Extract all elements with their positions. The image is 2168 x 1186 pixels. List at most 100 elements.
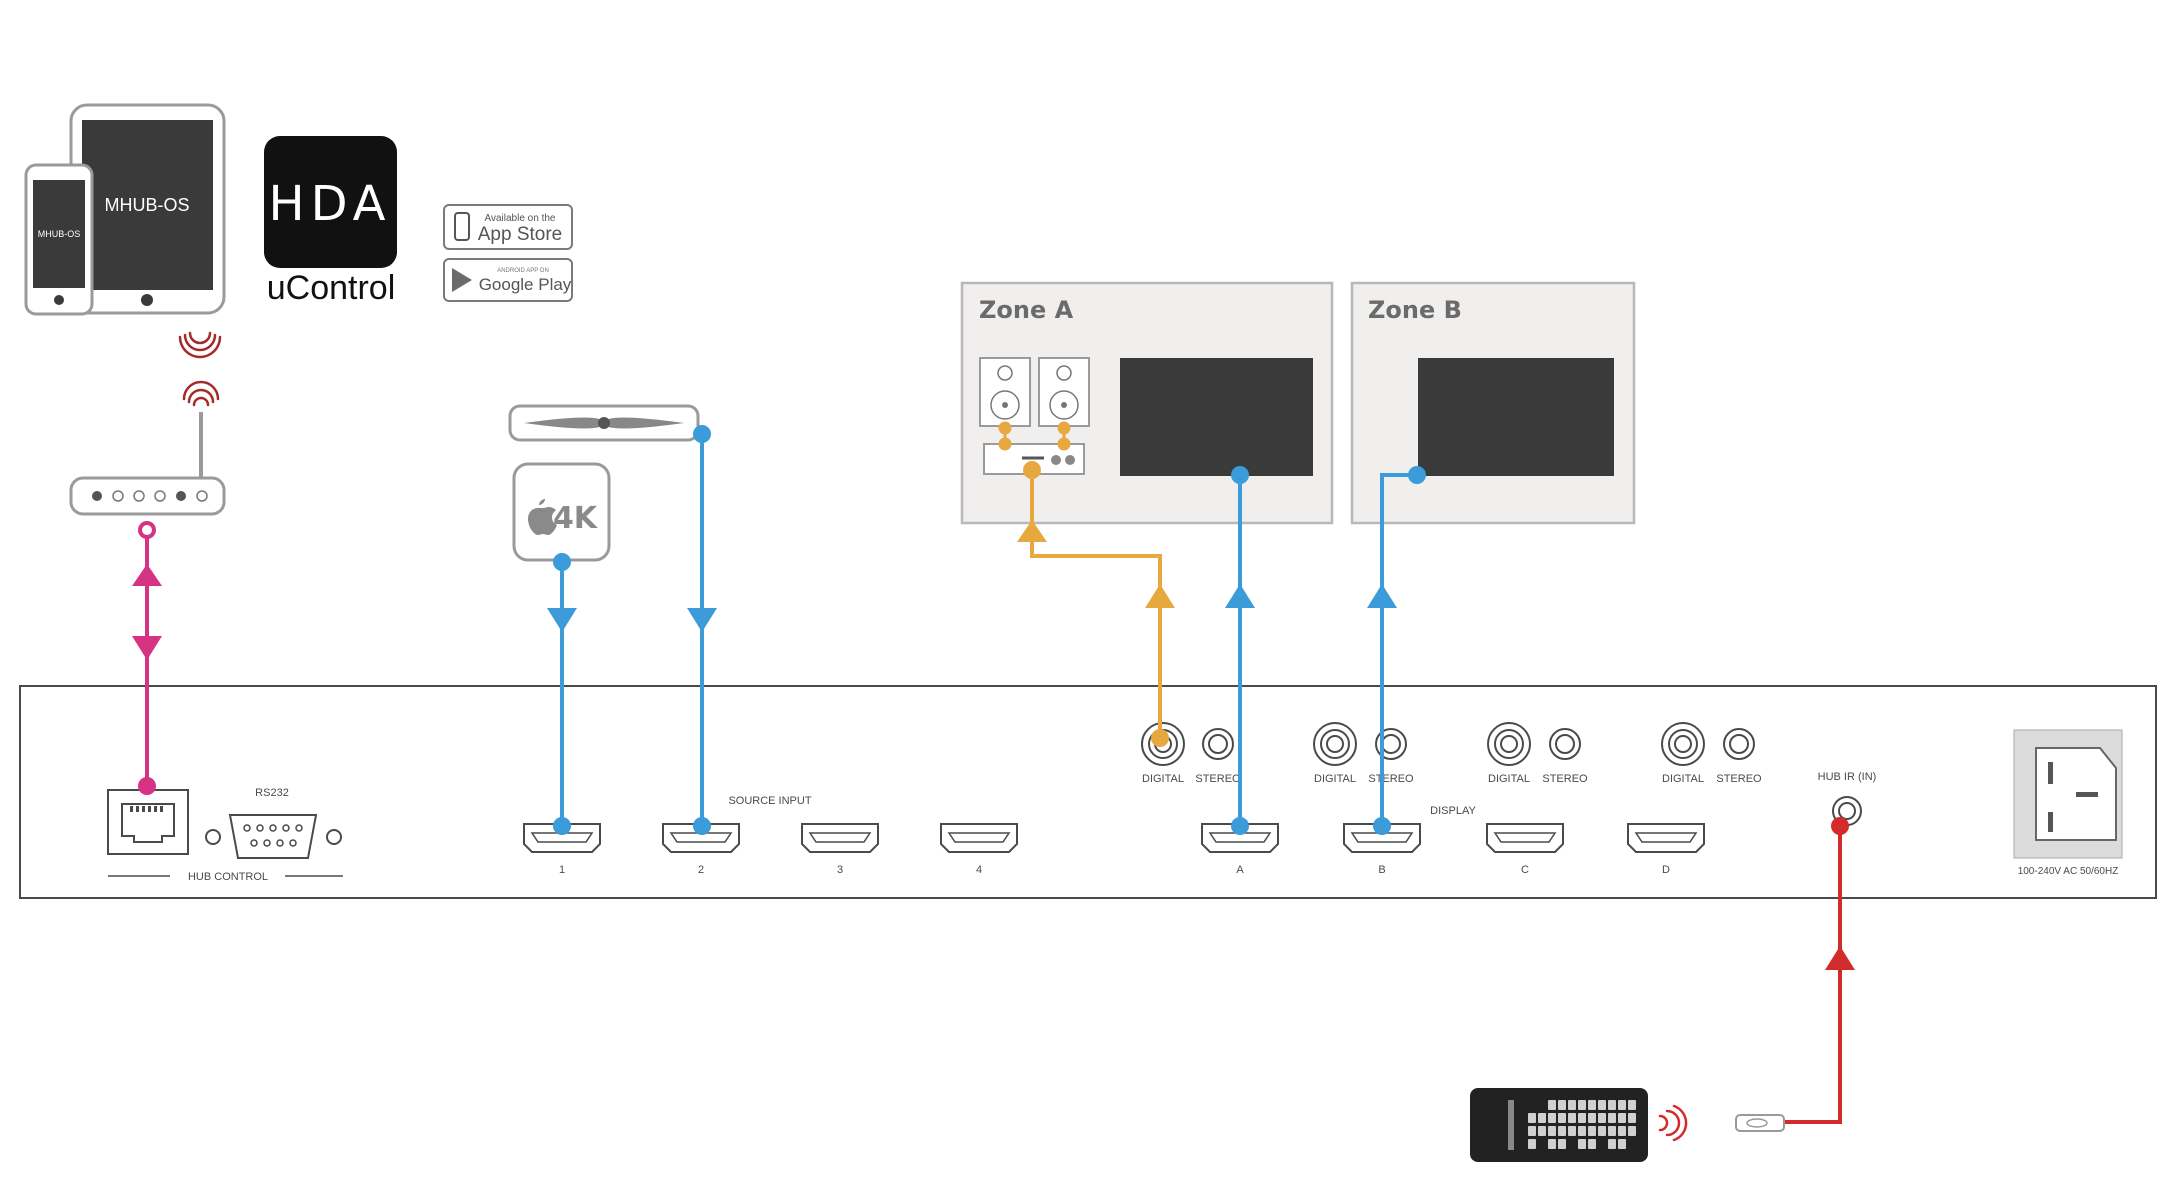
hdmi-output-b[interactable]: B [1343,823,1421,876]
app-store-badge[interactable]: Available on the App Store [443,204,573,250]
google-play-label: Google Play [479,275,572,294]
remote-key [1618,1100,1626,1110]
digital-label-d: DIGITAL [1662,773,1704,785]
zone-b: Zone B [1350,281,1636,525]
remote-brand-strip [1508,1100,1514,1150]
wireless-signal-icon [178,331,222,359]
remote-key [1628,1100,1636,1110]
zone-b-tv [1418,358,1614,476]
speaker-left-icon [979,357,1031,427]
zone-a: Zone A [960,281,1334,525]
hub-control-label: HUB CONTROL [188,871,268,883]
remote-key [1548,1139,1556,1149]
google-play-badge[interactable]: ANDROID APP ON Google Play [443,258,573,302]
app-store-label: App Store [478,224,563,245]
hdmi-output-c-label: C [1521,864,1529,876]
remote-key [1528,1139,1536,1149]
apple-tv-device: 4K [512,462,611,562]
remote-key [1598,1100,1606,1110]
remote-key [1558,1100,1566,1110]
digital-audio-jack-a[interactable]: DIGITAL [1141,722,1185,785]
speaker-wires [998,421,1071,451]
audio-cable [1017,461,1175,747]
hda-logo-text: HDA [268,176,391,232]
remote-control-icon [1470,1088,1648,1162]
remote-signal-icon [1658,1104,1688,1142]
phone-icon [454,212,470,241]
hdmi-output-c[interactable]: C [1486,823,1564,876]
app-store-small-label: Available on the [485,213,556,224]
hdmi-output-d-label: D [1662,864,1670,876]
digital-label-b: DIGITAL [1314,773,1356,785]
remote-key [1628,1126,1636,1136]
apple-logo-icon [528,499,557,535]
arrow-up-icon [132,564,162,586]
stereo-audio-jack-a[interactable]: STEREO [1195,728,1241,785]
power-label: 100-240V AC 50/60HZ [2018,866,2119,877]
remote-key [1618,1113,1626,1123]
hdmi-input-2[interactable]: 2 [662,823,740,876]
stereo-label-b: STEREO [1368,773,1414,785]
hub-chassis [19,685,2157,899]
remote-key [1528,1126,1536,1136]
remote-key [1618,1139,1626,1149]
digital-audio-jack-b[interactable]: DIGITAL [1313,722,1357,785]
hda-app-logo: HDA [264,136,397,268]
remote-key [1608,1139,1616,1149]
ir-cable [1784,817,1855,1124]
rs232-port[interactable] [205,814,342,859]
stereo-audio-jack-c[interactable]: STEREO [1542,728,1588,785]
remote-key [1578,1139,1586,1149]
hdmi-input-3-label: 3 [837,864,843,876]
ir-receiver-icon [1735,1114,1785,1132]
ethernet-port[interactable] [107,789,189,855]
stereo-label-d: STEREO [1716,773,1762,785]
zone-a-tv [1120,358,1313,476]
remote-key [1578,1100,1586,1110]
remote-key [1568,1113,1576,1123]
network-cable [132,521,162,795]
remote-key [1558,1126,1566,1136]
digital-audio-jack-d[interactable]: DIGITAL [1661,722,1705,785]
hdmi-cables [547,425,1426,835]
hdmi-input-4[interactable]: 4 [940,823,1018,876]
play-icon [452,268,472,292]
tablet-device: MHUB-OS [69,103,226,315]
digital-audio-jack-c[interactable]: DIGITAL [1487,722,1531,785]
media-player-bar [508,404,700,442]
zone-a-title: Zone A [979,296,1074,324]
digital-label-c: DIGITAL [1488,773,1530,785]
remote-key [1548,1126,1556,1136]
remote-key [1568,1100,1576,1110]
router-wifi-icon [182,380,220,407]
phone-device: MHUB-OS [24,163,94,316]
remote-key [1588,1100,1596,1110]
hdmi-output-a-label: A [1236,864,1244,876]
stereo-label-a: STEREO [1195,773,1241,785]
hdmi-input-1[interactable]: 1 [523,823,601,876]
hdmi-output-d[interactable]: D [1627,823,1705,876]
remote-key [1608,1126,1616,1136]
hub-ir-label: HUB IR (IN) [1818,771,1877,783]
hdmi-output-b-label: B [1378,864,1385,876]
hdmi-output-a[interactable]: A [1201,823,1279,876]
display-label: DISPLAY [1430,805,1476,817]
router-icon [69,380,226,516]
remote-key [1548,1113,1556,1123]
remote-key [1588,1113,1596,1123]
remote-key [1568,1126,1576,1136]
remote-key [1588,1126,1596,1136]
remote-key [1578,1113,1586,1123]
rs232-label: RS232 [255,787,289,799]
remote-key [1588,1139,1596,1149]
power-inlet-icon[interactable] [2013,729,2123,859]
zone-b-title: Zone B [1368,296,1462,324]
remote-key [1578,1126,1586,1136]
remote-key [1548,1100,1556,1110]
remote-key [1538,1126,1546,1136]
remote-key [1608,1113,1616,1123]
hdmi-input-3[interactable]: 3 [801,823,879,876]
google-small-label: ANDROID APP ON [497,268,549,274]
stereo-audio-jack-d[interactable]: STEREO [1716,728,1762,785]
